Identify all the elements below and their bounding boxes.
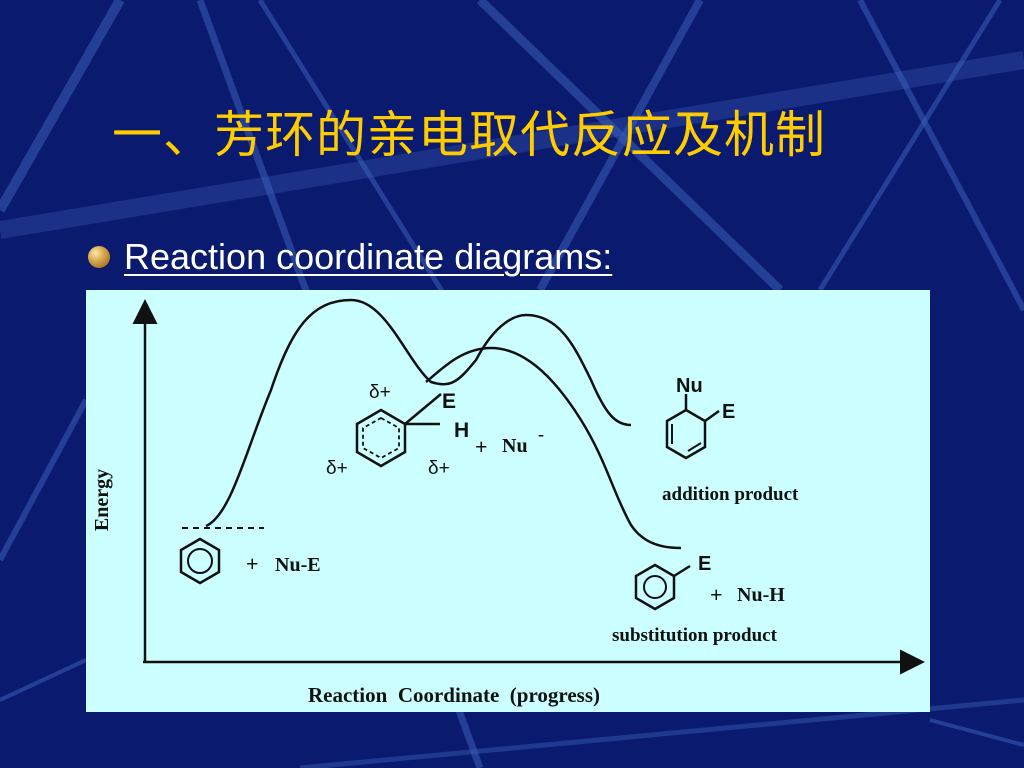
intermediate-nu: Nu [502, 435, 528, 457]
substitution-product-icon [634, 563, 691, 611]
substitution-e-label: E [698, 553, 711, 575]
bullet-text: Reaction coordinate diagrams: [124, 236, 613, 277]
intermediate-h-label: H [454, 419, 469, 442]
addition-nu-label: Nu [676, 375, 703, 397]
delta-plus-right: δ+ [428, 458, 450, 479]
reaction-coordinate-diagram: Energy Reaction Coordinate (progress) + … [91, 298, 925, 707]
bullet-sphere-icon [88, 246, 110, 268]
sigma-complex-icon [355, 393, 442, 468]
bullet-item: Reaction coordinate diagrams: [88, 232, 612, 282]
delta-plus-left: δ+ [326, 458, 348, 479]
intermediate-e-label: E [442, 390, 456, 413]
addition-e-label: E [722, 401, 735, 423]
reaction-diagram-panel: Energy Reaction Coordinate (progress) + … [86, 290, 930, 712]
substitution-reagent: Nu-H [737, 584, 785, 606]
delta-plus-top: δ+ [369, 382, 391, 403]
slide-title: 一、芳环的亲电取代反应及机制 [112, 106, 826, 164]
addition-product-caption: addition product [662, 484, 799, 505]
substitution-plus: + [710, 582, 723, 607]
intermediate-plus: + [475, 434, 488, 459]
addition-pathway-curve [205, 298, 632, 528]
addition-product-icon [665, 394, 720, 460]
intermediate-charge: - [538, 424, 544, 444]
benzene-reactant-icon [179, 537, 221, 585]
reactant-plus: + [246, 551, 259, 576]
substitution-product-caption: substitution product [612, 625, 778, 646]
substitution-pathway-curve [425, 346, 682, 550]
y-axis-label: Energy [91, 469, 113, 531]
x-axis-label: Reaction Coordinate (progress) [308, 683, 600, 707]
reactant-reagent: Nu-E [275, 554, 321, 576]
